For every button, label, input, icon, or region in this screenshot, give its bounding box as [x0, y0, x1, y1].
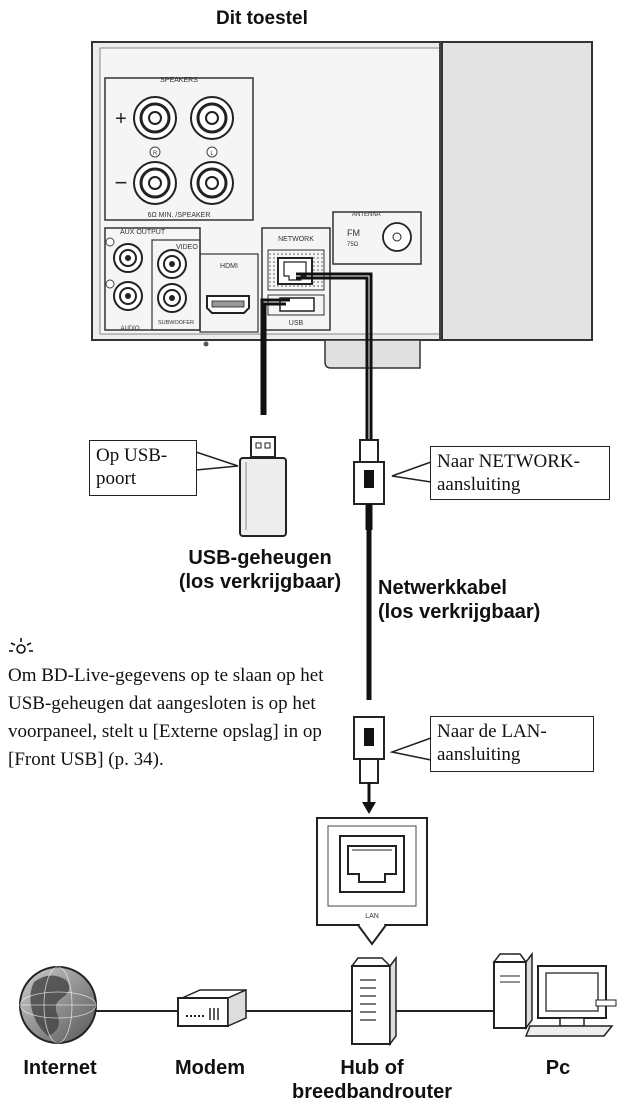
subwoofer-label: SUBWOOFER — [158, 320, 194, 326]
router-label: Hub of breedbandrouter — [291, 1057, 453, 1103]
globe-icon — [19, 966, 97, 1044]
fm-impedance-label: 75Ω — [347, 242, 359, 248]
speaker-impedance-label: 6Ω MIN. /SPEAKER — [148, 212, 211, 219]
tip-text: Om BD-Live-gegevens op te slaan op het U… — [8, 665, 324, 770]
network-cable-label: Netwerkkabel (los verkrijgbaar) — [378, 577, 541, 623]
speaker-terminal — [133, 96, 177, 140]
rca-jack — [157, 283, 187, 313]
computer-icon — [492, 951, 617, 1037]
device-title: Dit toestel — [216, 8, 308, 29]
hdmi-port: HDMI — [199, 253, 259, 333]
speaker-terminal — [133, 161, 177, 205]
fm-label: FM — [347, 228, 360, 238]
video-label: VIDEO — [176, 244, 198, 251]
network-plug-top — [353, 439, 385, 700]
usb-memory-label: USB-geheugen (los verkrijgbaar) — [178, 547, 342, 593]
right-channel-label: R — [153, 151, 158, 157]
rca-jack — [157, 249, 187, 279]
modem-icon — [177, 988, 247, 1028]
usb-stick — [239, 436, 287, 537]
modem-label: Modem — [175, 1057, 245, 1079]
antenna-label: ANTENNA — [352, 212, 381, 218]
hdmi-label: HDMI — [220, 263, 238, 270]
pc-label: Pc — [545, 1057, 571, 1079]
rca-jack — [113, 243, 143, 273]
aux-output-label: AUX OUTPUT — [120, 229, 166, 236]
usb-port-callout: Op USB- poort — [89, 440, 197, 496]
aux-output-block: AUX OUTPUT VIDEO AUDIO SUBWOOFER — [104, 227, 201, 332]
network-label: NETWORK — [278, 236, 314, 243]
network-plug-bottom — [353, 716, 385, 814]
lan-label: LAN — [365, 913, 379, 920]
left-channel-label: L — [210, 151, 214, 157]
router-icon — [350, 955, 397, 1047]
speaker-terminal — [190, 161, 234, 205]
internet-label: Internet — [23, 1057, 97, 1079]
speakers-block: SPEAKERS + − R L 6Ω MIN. /SPEAKER — [104, 77, 254, 221]
antenna-block: ANTENNA FM 75Ω — [332, 211, 422, 265]
usb-label: USB — [289, 320, 304, 327]
lan-port-box: LAN — [316, 817, 428, 946]
speaker-terminal — [190, 96, 234, 140]
network-usb-block: NETWORK USB — [261, 227, 331, 331]
plus-sign: + — [115, 108, 127, 130]
rca-jack — [113, 281, 143, 311]
speakers-label: SPEAKERS — [160, 77, 198, 84]
lan-port-callout: Naar de LAN- aansluiting — [430, 716, 594, 772]
tip-icon — [8, 636, 34, 663]
network-port-callout: Naar NETWORK- aansluiting — [430, 446, 610, 500]
audio-label: AUDIO — [120, 326, 139, 332]
minus-sign: − — [115, 170, 128, 195]
